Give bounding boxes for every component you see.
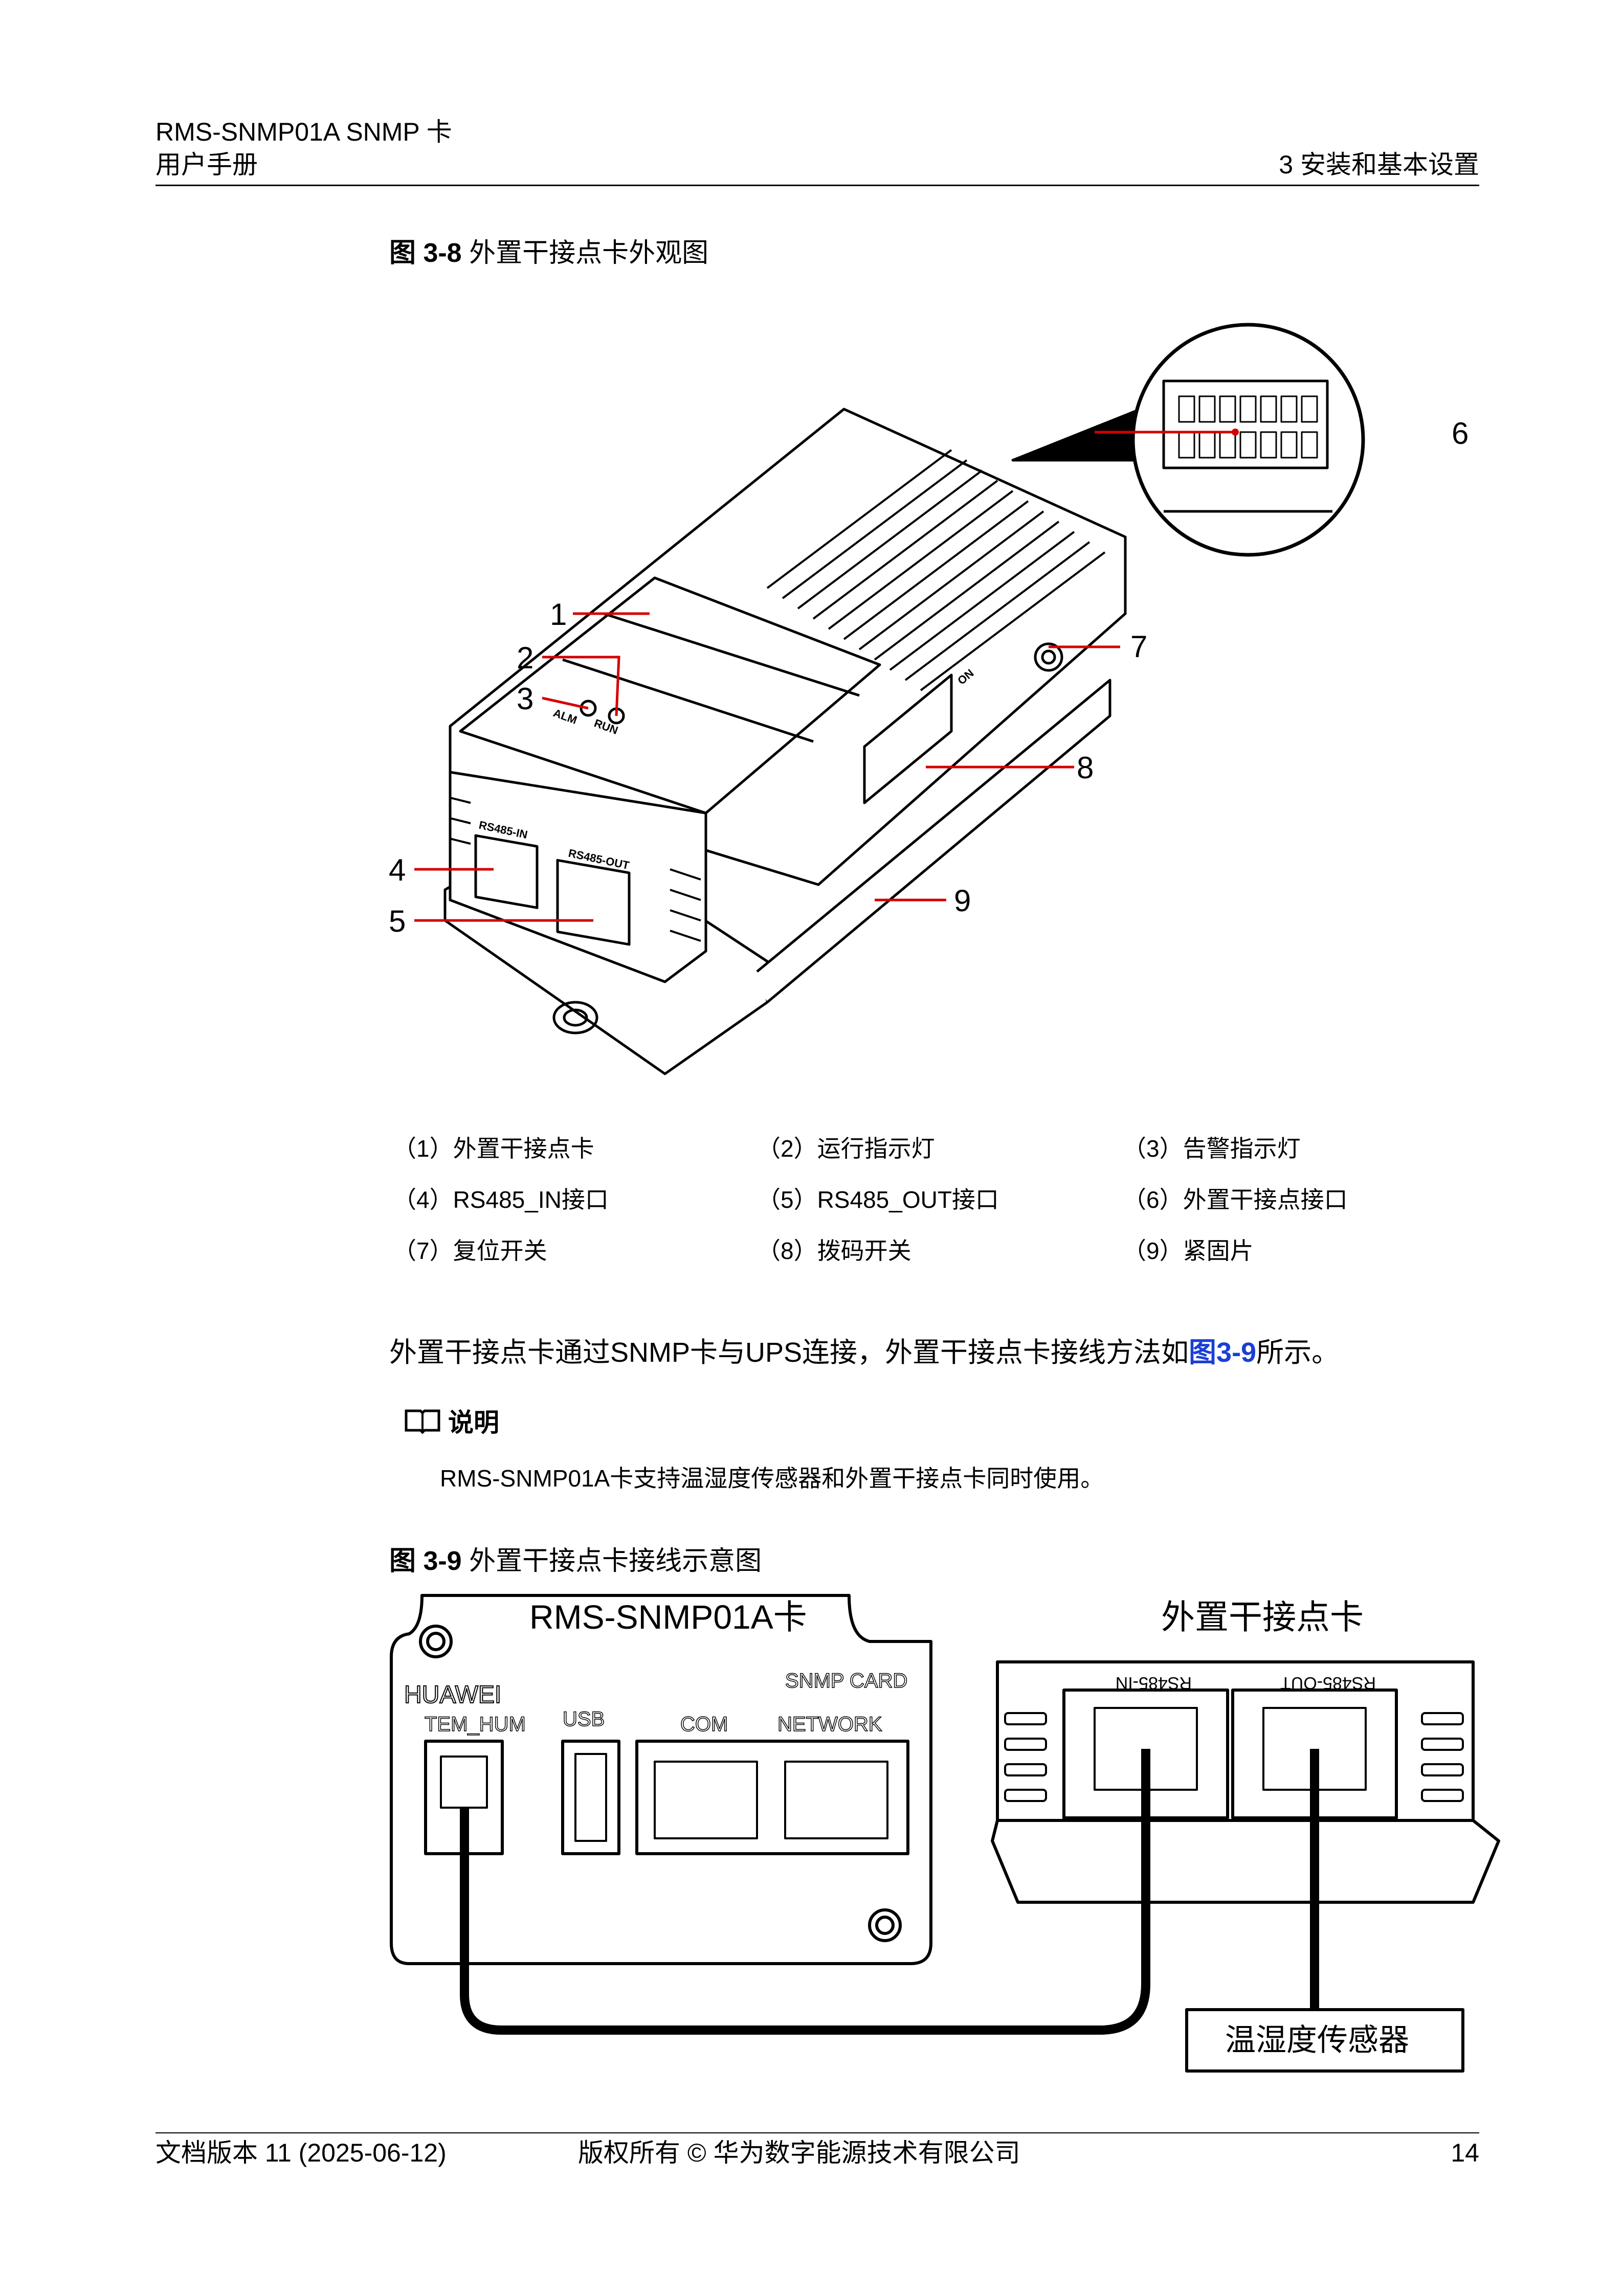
callout-1: 1	[550, 597, 567, 632]
book-icon	[405, 1409, 440, 1434]
callout-3: 3	[517, 682, 533, 716]
dry-contact-card-illustration: RUN ALM RS485-IN RS485-OUT ON 1 2 3 6 7 …	[389, 323, 1469, 1075]
port-com: COM	[680, 1713, 728, 1736]
paragraph-text-before: 外置干接点卡通过SNMP卡与UPS连接，外置干接点卡接线方法如	[389, 1337, 1189, 1368]
legend-item-6: （6）外置干接点接口	[1123, 1186, 1348, 1213]
footer-version: 文档版本 11 (2025-06-12)	[155, 2139, 447, 2167]
legend-item-8: （8）拨码开关	[757, 1237, 911, 1264]
port-network: NETWORK	[777, 1713, 882, 1736]
figure2-caption: 图 3-9 外置干接点卡接线示意图	[389, 1539, 762, 1578]
figure1-title: 外置干接点卡外观图	[469, 238, 709, 268]
doc-title: RMS-SNMP01A SNMP 卡	[155, 118, 452, 146]
legend-item-9: （9）紧固片	[1123, 1237, 1254, 1264]
footer-copyright: 版权所有 © 华为数字能源技术有限公司	[578, 2139, 1020, 2167]
port-tem-hum: TEM_HUM	[425, 1713, 526, 1736]
legend-item-7: （7）复位开关	[393, 1237, 547, 1264]
port-usb: USB	[563, 1708, 605, 1730]
callout-8: 8	[1077, 751, 1094, 785]
note-text: RMS-SNMP01A卡支持温湿度传感器和外置干接点卡同时使用。	[440, 1465, 1104, 1492]
figure-3-9-link[interactable]: 图3-9	[1189, 1337, 1257, 1368]
callout-9: 9	[954, 884, 971, 918]
note-header: 说明	[404, 1402, 499, 1439]
callout-7: 7	[1130, 629, 1147, 664]
dry-card-title: 外置干接点卡	[1161, 1598, 1364, 1636]
footer-page-number: 14	[1451, 2139, 1479, 2167]
callout-4: 4	[389, 853, 406, 887]
callout-5: 5	[389, 904, 406, 938]
dry-port-rs485-out: RS485-OUT	[1280, 1673, 1376, 1693]
figure1-label: 图 3-8	[389, 238, 462, 268]
paragraph-text-after: 所示。	[1256, 1337, 1340, 1368]
sensor-label: 温湿度传感器	[1225, 2023, 1409, 2057]
legend-item-5: （5）RS485_OUT接口	[757, 1186, 999, 1213]
chapter-title: 3 安装和基本设置	[1279, 150, 1479, 179]
body-paragraph: 外置干接点卡通过SNMP卡与UPS连接，外置干接点卡接线方法如图3-9所示。	[389, 1330, 1339, 1370]
legend-item-2: （2）运行指示灯	[757, 1135, 935, 1162]
legend-item-1: （1）外置干接点卡	[393, 1135, 594, 1162]
header-rule	[155, 185, 1479, 186]
dry-port-rs485-in: RS485-IN	[1116, 1673, 1192, 1693]
legend-item-4: （4）RS485_IN接口	[393, 1186, 609, 1213]
legend-item-3: （3）告警指示灯	[1123, 1135, 1301, 1162]
figure1-caption: 图 3-8 外置干接点卡外观图	[389, 231, 708, 269]
brand-label: HUAWEI	[404, 1681, 501, 1708]
snmp-card-title: RMS-SNMP01A卡	[529, 1598, 807, 1636]
figure2-title: 外置干接点卡接线示意图	[469, 1546, 762, 1576]
callout-2: 2	[517, 641, 533, 675]
doc-subtitle: 用户手册	[155, 150, 258, 179]
wiring-diagram: RMS-SNMP01A卡 外置干接点卡 HUAWEI SNMP CARD TEM…	[390, 1594, 1500, 2073]
callout-6: 6	[1452, 416, 1469, 451]
figure2-label: 图 3-9	[389, 1546, 462, 1576]
footer-rule	[155, 2132, 1479, 2133]
note-title: 说明	[448, 1408, 499, 1437]
snmp-card-label: SNMP CARD	[785, 1670, 907, 1692]
